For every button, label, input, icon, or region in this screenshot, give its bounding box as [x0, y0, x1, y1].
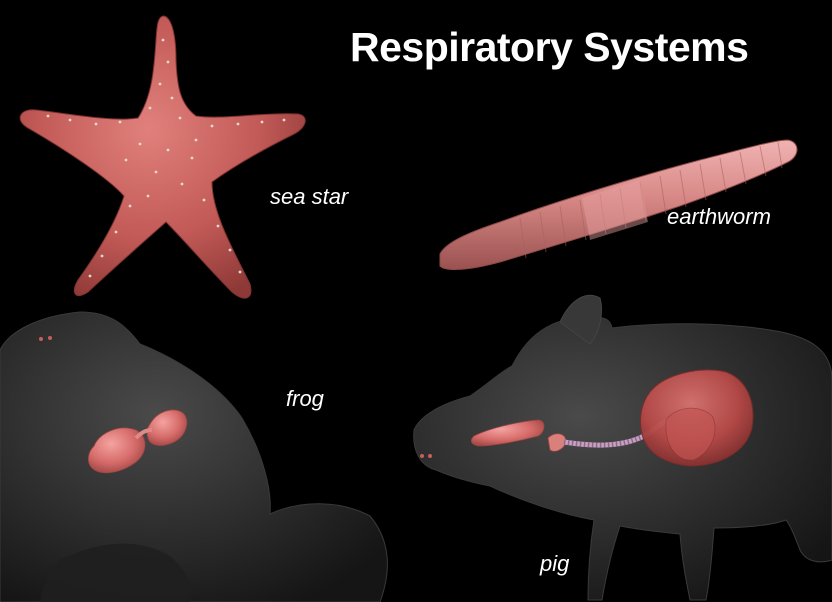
pig-illustration [413, 294, 832, 601]
pig-respiratory-organs [470, 369, 754, 467]
pig-body [413, 317, 832, 601]
frog-body [0, 311, 388, 602]
pig-heart [665, 407, 716, 461]
frog-nostril-2 [48, 336, 52, 340]
frog-right-lung [146, 409, 188, 446]
frog-illustration [0, 311, 388, 602]
earthworm-segments [519, 141, 783, 259]
pig-nostril-2 [428, 454, 432, 458]
frog-nostril [39, 337, 43, 341]
earthworm-clitellum [582, 180, 648, 240]
frog-lungs [88, 409, 188, 474]
pig-ear [559, 294, 603, 345]
frog-leg [40, 543, 192, 602]
earthworm-body [439, 139, 798, 270]
label-frog: frog [286, 386, 324, 411]
sea-star-tube-feet [46, 38, 286, 278]
pig-nasal-cavity [470, 419, 545, 447]
earthworm-illustration [439, 139, 798, 270]
diagram-title: Respiratory Systems [350, 24, 749, 70]
label-sea-star: sea star [270, 184, 349, 209]
label-pig: pig [540, 551, 570, 576]
frog-bronchi [134, 428, 153, 440]
frog-left-lung [88, 427, 146, 474]
label-earthworm: earthworm [667, 204, 771, 229]
sea-star-body [19, 15, 306, 299]
sea-star-illustration [19, 15, 306, 299]
pig-nostril [420, 454, 424, 458]
